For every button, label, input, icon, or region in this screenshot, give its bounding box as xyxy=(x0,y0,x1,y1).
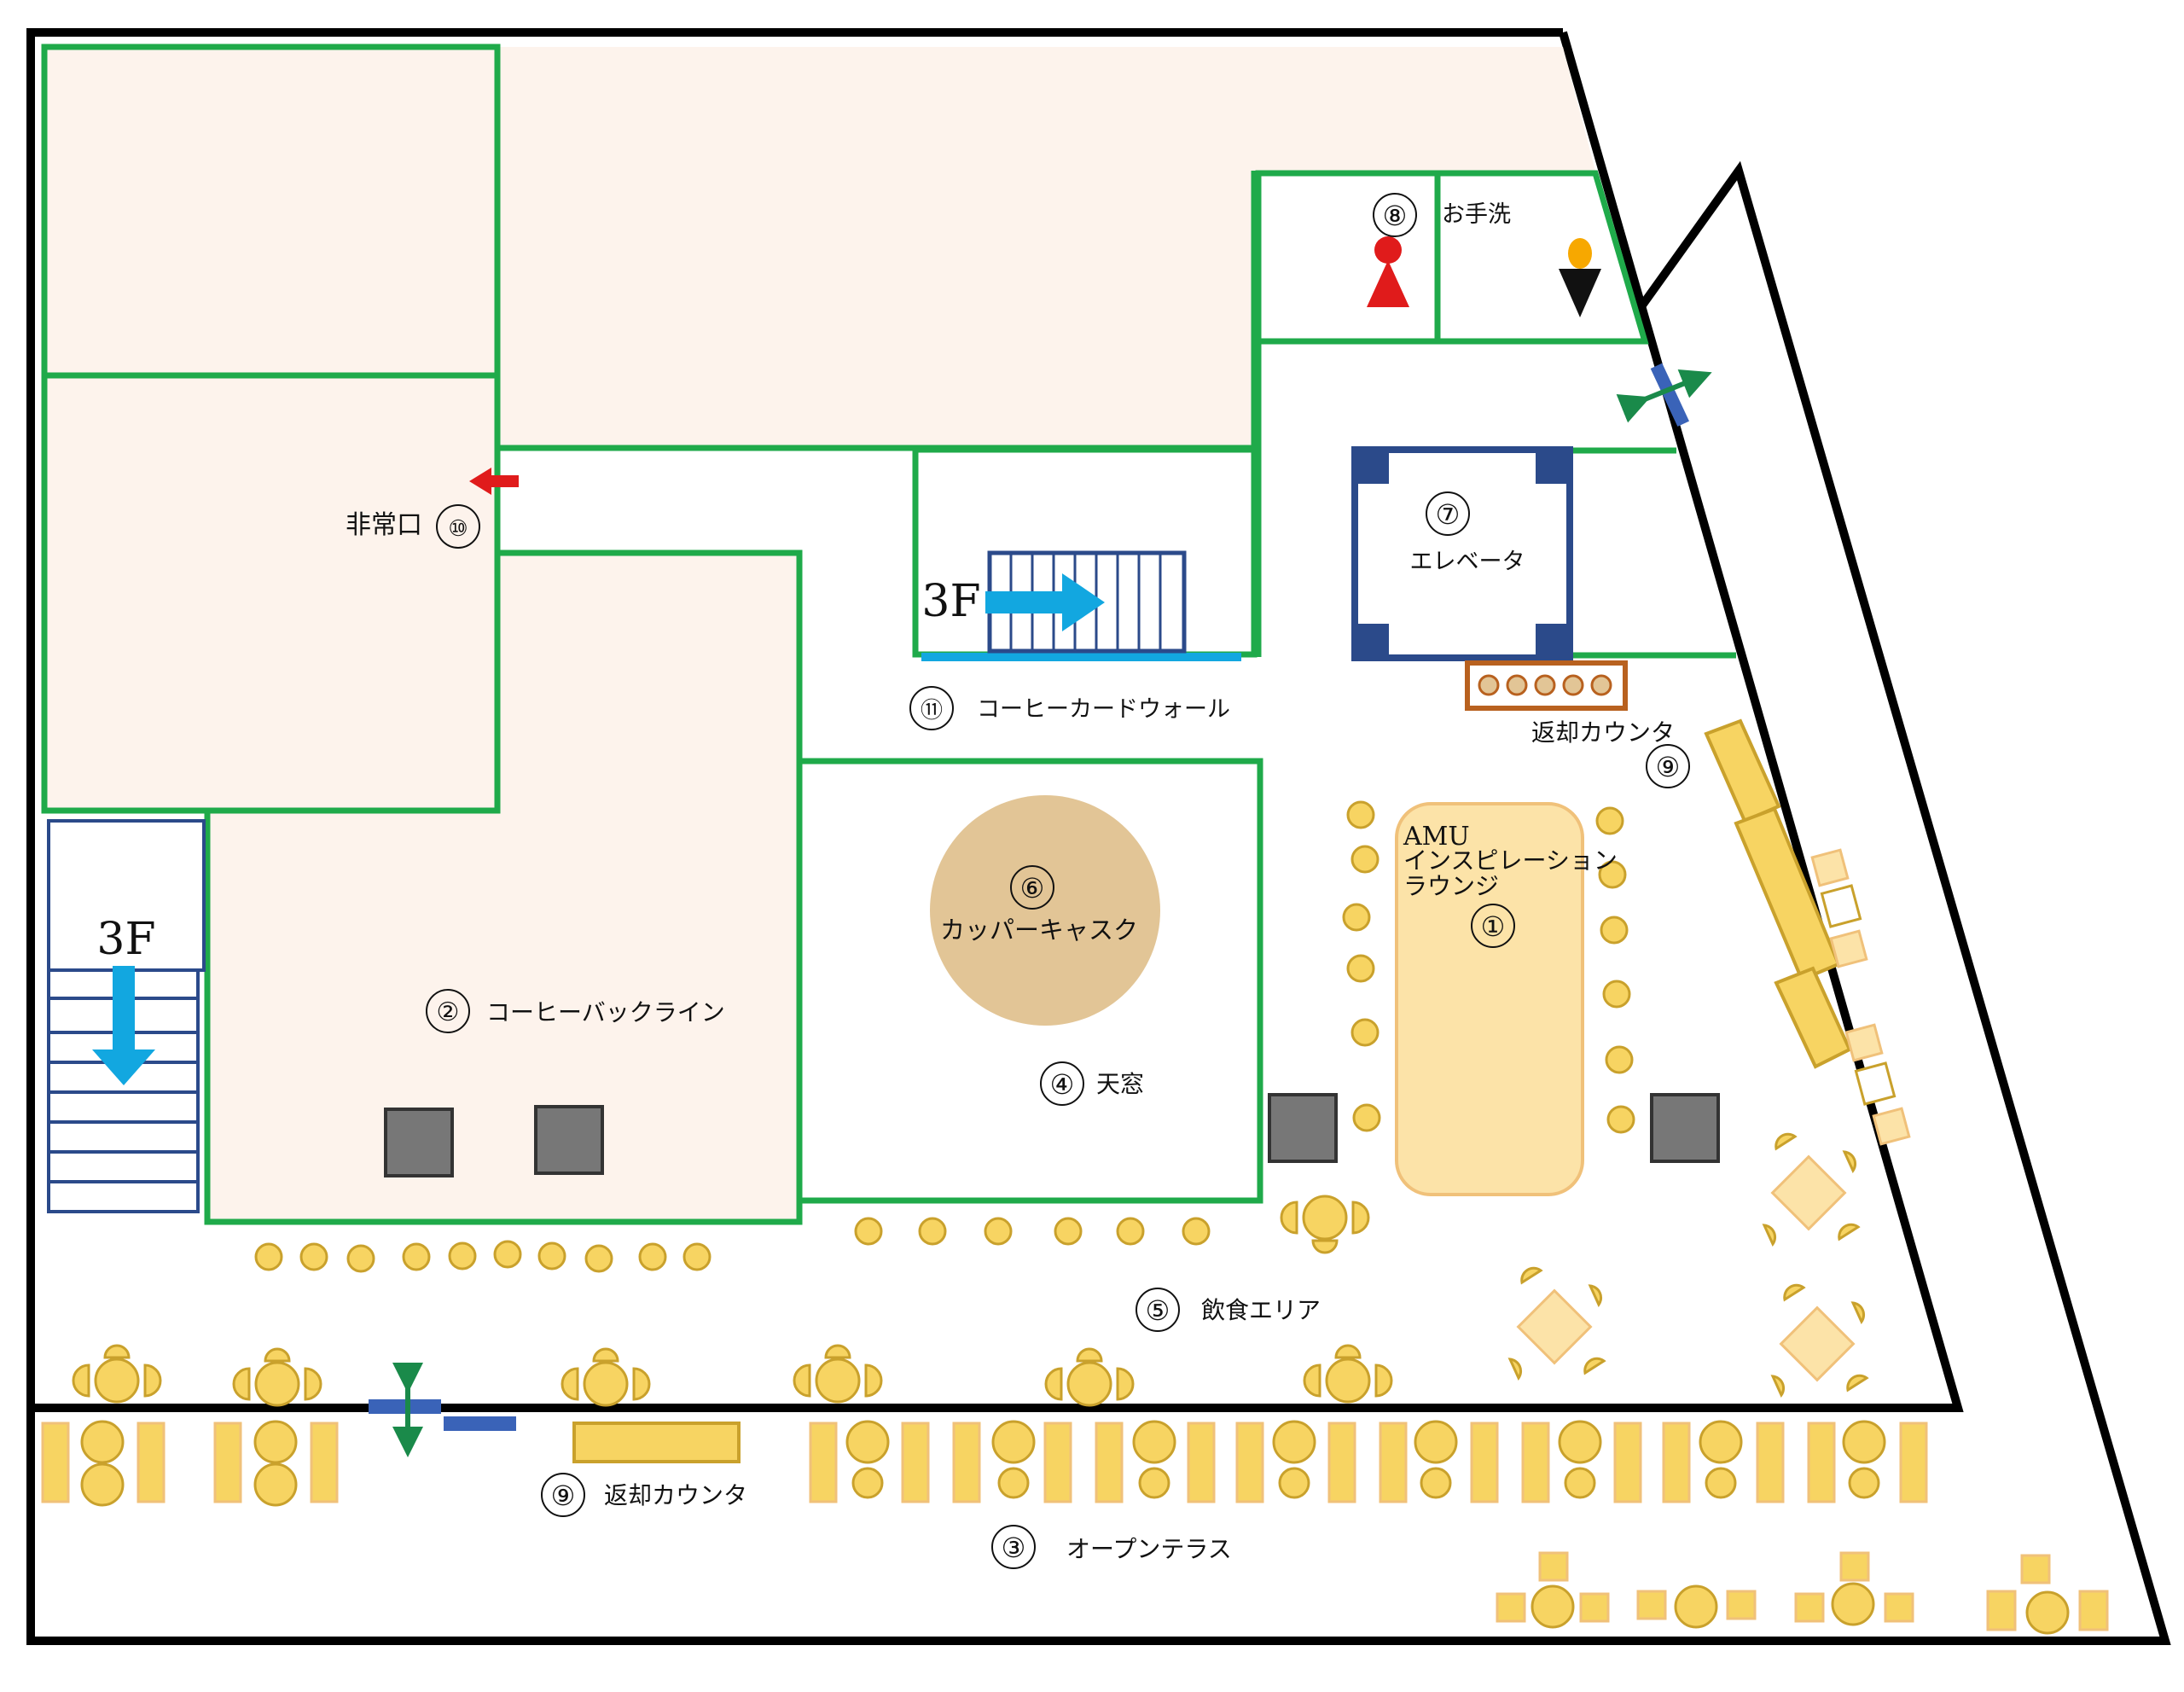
copper-cask xyxy=(930,795,1160,1026)
diamond-tables xyxy=(1507,1132,1869,1398)
svg-text:AMU: AMU xyxy=(1403,822,1470,852)
elevator xyxy=(1351,446,1573,661)
label-return-counter-bottom: ⑨ 返却カウンタ xyxy=(541,1473,747,1517)
stair-direction-arrow-icon xyxy=(92,966,155,1085)
stool-row-bottom xyxy=(254,1217,1211,1273)
lounge-stools xyxy=(1342,800,1635,1134)
svg-text:⑨: ⑨ xyxy=(1656,751,1681,783)
coffee-back-line-room xyxy=(204,549,803,1225)
svg-text:返却カウンタ: 返却カウンタ xyxy=(1531,718,1675,747)
label-restroom: ⑧ お手洗 xyxy=(1373,193,1511,237)
label-return-counter-top: 返却カウンタ ⑨ xyxy=(1531,718,1690,788)
svg-text:非常口: 非常口 xyxy=(346,510,422,540)
svg-text:インスピレーション: インスピレーション xyxy=(1403,846,1618,875)
label-lounge: AMU インスピレーション ラウンジ ① xyxy=(1403,822,1618,948)
svg-text:④: ④ xyxy=(1050,1068,1075,1101)
svg-text:返却カウンタ: 返却カウンタ xyxy=(604,1481,747,1509)
stairs-left-label: 3F xyxy=(96,914,155,965)
stairs-left xyxy=(47,819,206,1213)
stairs-center-label: 3F xyxy=(921,576,980,627)
round-tables xyxy=(72,1195,1393,1407)
back-rooms xyxy=(41,44,1595,1225)
svg-text:⑤: ⑤ xyxy=(1146,1294,1170,1327)
label-coffee-card-wall: ⑪ コーヒーカードウォール xyxy=(909,686,1230,730)
terrace-bottom-tables xyxy=(1496,1551,2109,1635)
label-open-terrace: ③ オープンテラス xyxy=(991,1525,1232,1569)
svg-text:⑦: ⑦ xyxy=(1436,498,1461,531)
svg-text:お手洗: お手洗 xyxy=(1442,201,1511,228)
svg-text:エレベータ: エレベータ xyxy=(1410,549,1525,575)
svg-text:コーヒーバックライン: コーヒーバックライン xyxy=(486,998,725,1026)
left-room xyxy=(41,372,501,814)
pillar xyxy=(384,1108,454,1177)
svg-text:飲食エリア: 飲食エリア xyxy=(1201,1296,1321,1324)
svg-text:①: ① xyxy=(1481,910,1506,943)
exit-arrow-icon xyxy=(469,468,519,495)
label-emergency-exit: 非常口 ⑩ xyxy=(346,504,480,549)
building-outline xyxy=(26,28,2171,1645)
pillars xyxy=(384,1093,1720,1177)
svg-text:ラウンジ: ラウンジ xyxy=(1403,872,1499,900)
label-dining-area: ⑤ 飲食エリア xyxy=(1136,1288,1321,1332)
upper-storage-area xyxy=(497,47,1254,448)
pillar xyxy=(534,1105,604,1175)
top-left-room xyxy=(41,44,501,379)
svg-text:②: ② xyxy=(437,997,460,1027)
pillar xyxy=(1268,1093,1338,1163)
svg-text:⑩: ⑩ xyxy=(448,516,468,542)
svg-text:オープンテラス: オープンテラス xyxy=(1066,1535,1232,1563)
stair-direction-arrow-icon xyxy=(985,573,1105,631)
label-copper-cask: ⑥ カッパーキャスク xyxy=(940,865,1138,945)
pillar xyxy=(1650,1093,1720,1163)
terrace-seating xyxy=(41,1420,1928,1507)
svg-text:⑪: ⑪ xyxy=(921,698,943,724)
window-stools xyxy=(1810,848,1911,1146)
double-arrow-door-icon xyxy=(1616,363,1712,427)
return-counter-cups xyxy=(1478,674,1612,696)
svg-text:③: ③ xyxy=(1002,1532,1026,1564)
svg-text:⑨: ⑨ xyxy=(551,1480,576,1512)
women-restroom-icon xyxy=(1367,236,1409,307)
svg-text:⑧: ⑧ xyxy=(1383,200,1408,232)
double-arrow-door-icon xyxy=(369,1363,516,1457)
lounge-table xyxy=(1395,802,1584,1196)
label-elevator: ⑦ エレベータ xyxy=(1410,491,1525,575)
men-restroom-icon xyxy=(1559,238,1601,317)
return-counter-bottom xyxy=(572,1422,741,1463)
svg-text:⑥: ⑥ xyxy=(1020,872,1045,904)
svg-text:カッパーキャスク: カッパーキャスク xyxy=(940,916,1138,945)
svg-text:天窓: 天窓 xyxy=(1096,1070,1144,1098)
label-coffee-back-line: ② コーヒーバックライン xyxy=(426,989,725,1033)
label-skylight: ④ 天窓 xyxy=(1040,1061,1144,1106)
svg-text:コーヒーカードウォール: コーヒーカードウォール xyxy=(977,696,1230,723)
